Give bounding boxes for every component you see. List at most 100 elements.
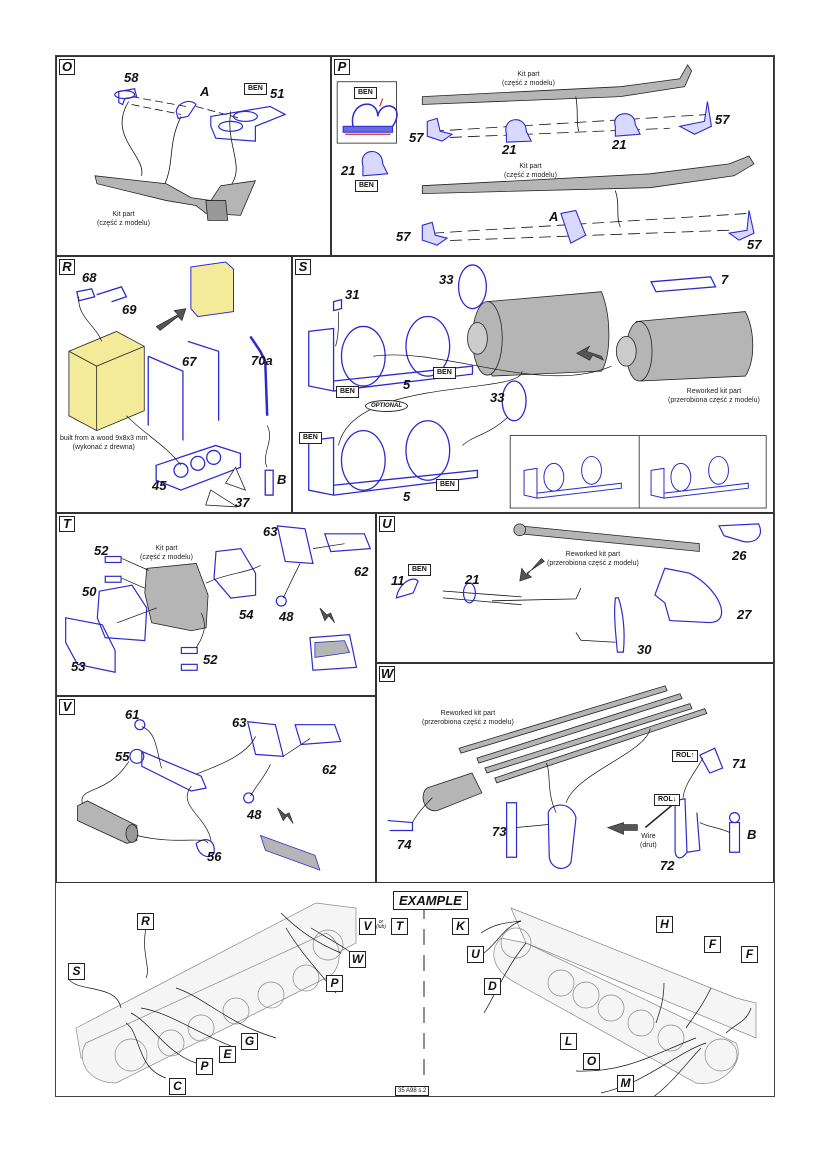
part-62 [323, 533, 372, 553]
panel-t: T 52 50 [56, 513, 376, 696]
callout-f: F [741, 946, 758, 963]
part-57 [727, 210, 755, 241]
part-68 [76, 288, 96, 302]
vehicle-placement-drawing [67, 902, 757, 1096]
panel-r: R [56, 256, 292, 513]
cleaning-rods-drawing [387, 685, 741, 869]
part-61 [134, 719, 146, 731]
reworked-label-pl: (przerobiona część z modelu) [422, 719, 514, 726]
callout-e: E [219, 1046, 236, 1063]
right-vehicle-track [493, 937, 739, 1084]
wood-block [68, 331, 145, 432]
part-54 [213, 547, 257, 599]
callout-d: D [484, 978, 501, 995]
part-5 [308, 436, 335, 496]
reworked-note: Reworked kit part (przerobiona część z m… [422, 709, 514, 727]
part-number-45: 45 [152, 478, 167, 493]
part-21 [614, 113, 641, 137]
part-57 [421, 221, 449, 246]
result-view-frame [509, 435, 767, 509]
callout-v: V [359, 918, 376, 935]
cleaning-rod [484, 703, 693, 774]
part-number-51: 51 [270, 86, 285, 101]
part-number-58: 58 [124, 70, 139, 85]
rol-label: ROL [658, 796, 673, 803]
part-number-70a: 70a [251, 353, 273, 368]
rol-down-tag: ROL↓ [654, 794, 681, 806]
tool-kit-part-top [421, 64, 693, 105]
arrow-down-icon: ↓ [672, 796, 677, 803]
wire-note: Wire (drut) [640, 832, 657, 850]
callout-m: M [617, 1075, 634, 1092]
panel-letter: W [379, 666, 395, 682]
part-33 [501, 380, 527, 422]
part-number-53: 53 [71, 659, 86, 674]
wood-note-label: built from a wood 9x8x3 mm [60, 435, 148, 442]
callout-u: U [467, 946, 484, 963]
part-7 [650, 276, 717, 293]
toolbox-assembly-drawing [65, 525, 372, 673]
rol-label: ROL [676, 752, 691, 759]
example-title: EXAMPLE [393, 891, 468, 910]
panel-s: S [292, 256, 774, 513]
part-27 [654, 567, 723, 624]
panel-letter: O [59, 59, 75, 75]
part-26 [718, 523, 761, 543]
part-number-62: 62 [322, 762, 337, 777]
part-63 [246, 721, 285, 758]
part-number-26: 26 [732, 548, 747, 563]
sheet-code: 35 A98 s.2 [395, 1086, 430, 1096]
reworked-label-pl: (przerobiona część z modelu) [668, 397, 760, 404]
part-67 [147, 355, 184, 441]
crank-reworked-kit-part [519, 525, 700, 552]
panel-letter: P [334, 59, 350, 75]
part-number-61: 61 [125, 707, 140, 722]
part-31 [332, 298, 343, 312]
ben-tag: BEN [244, 83, 267, 95]
part-number-31: 31 [345, 287, 360, 302]
tool-kit-part-bottom [421, 155, 755, 195]
ben-tag: BEN [436, 479, 459, 491]
kit-part-label-pl: (część z modelu) [140, 554, 193, 561]
reworked-label: Reworked kit part [565, 551, 621, 558]
kit-part-label: Kit part [519, 163, 542, 170]
part-57 [426, 117, 454, 142]
arrow-result [319, 607, 335, 623]
part-37 [224, 466, 247, 491]
panel-u: U BEN 11 21 26 27 30 Reworked kit part (… [376, 513, 774, 663]
part-30 [614, 597, 625, 653]
part-5 [308, 327, 335, 392]
wire [644, 802, 676, 829]
part-number-33: 33 [439, 272, 454, 287]
part-55-bracket [141, 750, 207, 792]
callout-c: C [169, 1078, 186, 1095]
part-33 [457, 264, 488, 310]
part-number-57: 57 [747, 237, 762, 252]
part-71 [699, 747, 724, 774]
callout-l: L [560, 1033, 577, 1050]
part-62 [294, 724, 342, 746]
wire-label-pl: (drut) [640, 842, 657, 849]
panel-letter: T [59, 516, 75, 532]
part-number-57: 57 [715, 112, 730, 127]
crank-assembly-drawing [395, 523, 761, 653]
kit-part-label-pl: (część z modelu) [97, 220, 150, 227]
arrow-result [155, 308, 187, 331]
reworked-label: Reworked kit part [686, 388, 742, 395]
or-label: or (lub) [376, 920, 386, 930]
battery-box-drawing [68, 261, 274, 508]
part-70a [249, 335, 269, 416]
ben-tag: BEN [354, 87, 377, 99]
callout-w: W [349, 951, 366, 968]
panel-v: V 61 55 56 63 62 48 [56, 696, 376, 883]
part-74 [387, 819, 414, 832]
kit-part-label-pl: (część z modelu) [502, 80, 555, 87]
part-21 [361, 151, 389, 177]
part-number-48: 48 [279, 609, 294, 624]
part-number-63: 63 [232, 715, 247, 730]
callout-f: F [704, 936, 721, 953]
part-number-21: 21 [465, 572, 480, 587]
callout-k: K [452, 918, 469, 935]
part-a [560, 209, 587, 244]
kit-part-note: Kit part (część z modelu) [504, 162, 557, 180]
